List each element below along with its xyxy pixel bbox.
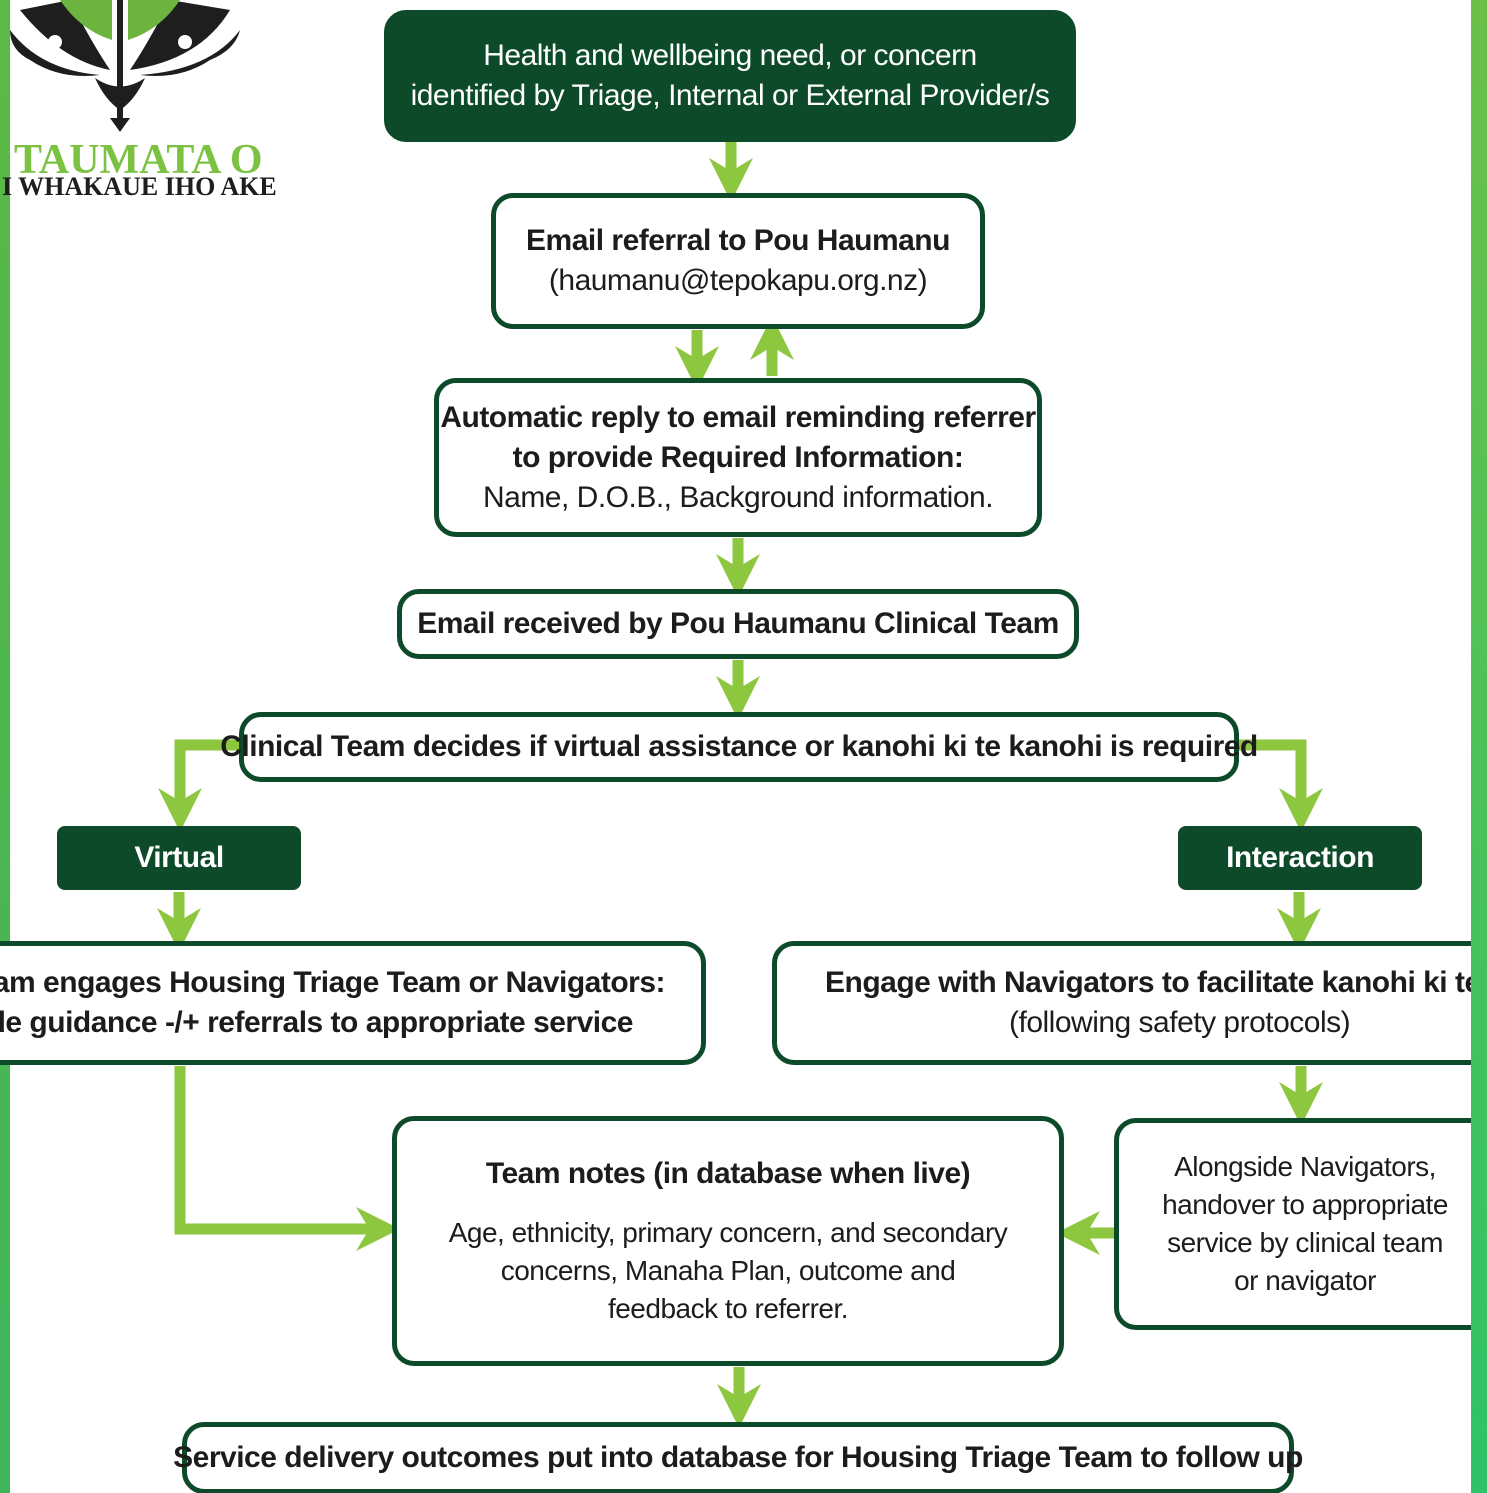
team-notes-line-1: Age, ethnicity, primary concern, and sec… (448, 1217, 1008, 1248)
logo-emblem (10, 0, 240, 132)
auto-reply-line-3: Name, D.O.B., Background information. (482, 480, 994, 514)
email-received-node: Email received by Pou Haumanu Clinical T… (397, 589, 1079, 659)
email-referral-title: Email referral to Pou Haumanu (526, 224, 950, 257)
outcomes-node: Service delivery outcomes put into datab… (173, 1422, 1303, 1493)
arrow-virtual-step-to-notes (174, 1066, 400, 1251)
interaction-node: Interaction (1178, 826, 1422, 890)
auto-reply-line-1: Automatic reply to email reminding refer… (440, 400, 1036, 434)
decision-node: Clinical Team decides if virtual assista… (220, 712, 1258, 782)
left-green-border (0, 0, 10, 1493)
start-line-1: Health and wellbeing need, or concern (483, 39, 977, 72)
arrow-decision-to-virtual (158, 739, 240, 832)
handover-line-4: or navigator (1234, 1265, 1376, 1296)
team-notes-node: Team notes (in database when live) Age, … (392, 1116, 1064, 1366)
handover-line-2: handover to appropriate (1162, 1189, 1448, 1220)
start-line-2: identified by Triage, Internal or Extern… (410, 79, 1050, 112)
email-referral-node: Email referral to Pou Haumanu (haumanu@t… (491, 193, 985, 329)
virtual-label: Virtual (134, 841, 224, 874)
team-notes-line-3: feedback to referrer. (607, 1293, 849, 1324)
team-notes-title: Team notes (in database when live) (485, 1157, 971, 1190)
virtual-step-node: Clinical Team engages Housing Triage Tea… (0, 941, 706, 1065)
handover-node: Alongside Navigators, handover to approp… (1114, 1118, 1471, 1330)
virtual-step-line-1: Clinical Team engages Housing Triage Tea… (0, 966, 666, 999)
interaction-step-line-2: (following safety protocols) (1009, 1006, 1351, 1039)
logo-subtitle: I WHAKAUE IHO AKE (2, 172, 277, 201)
virtual-node: Virtual (57, 826, 301, 890)
arrow-decision-to-interaction (1238, 739, 1323, 832)
auto-reply-line-2: to provide Required Information: (512, 440, 964, 474)
logo-title: TAUMATA O (14, 137, 263, 183)
email-received-label: Email received by Pou Haumanu Clinical T… (417, 607, 1059, 640)
interaction-label: Interaction (1226, 841, 1374, 874)
team-notes-line-2: concerns, Manaha Plan, outcome and (500, 1255, 956, 1286)
interaction-step-line-1: Engage with Navigators to facilitate kan… (825, 966, 1471, 999)
auto-reply-node: Automatic reply to email reminding refer… (434, 378, 1042, 537)
right-green-border (1471, 0, 1487, 1493)
handover-line-3: service by clinical team (1167, 1227, 1443, 1258)
decision-label: Clinical Team decides if virtual assista… (220, 730, 1258, 763)
handover-line-1: Alongside Navigators, (1174, 1151, 1436, 1182)
start-node: Health and wellbeing need, or concern id… (384, 10, 1076, 142)
email-referral-address: (haumanu@tepokapu.org.nz) (548, 264, 928, 297)
outcomes-label: Service delivery outcomes put into datab… (173, 1441, 1303, 1474)
interaction-step-node: Engage with Navigators to facilitate kan… (772, 941, 1471, 1065)
virtual-step-line-2: Provide guidance -/+ referrals to approp… (0, 1006, 633, 1039)
